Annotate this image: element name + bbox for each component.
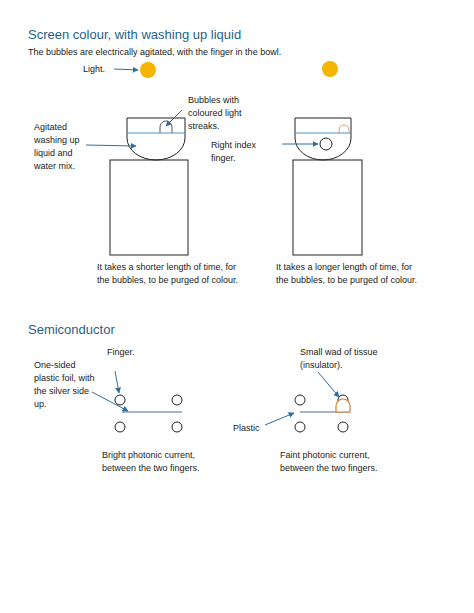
- light-source: [140, 62, 156, 78]
- foil: [122, 411, 182, 412]
- note: Small wad of tissue (insulator).: [300, 346, 410, 372]
- finger: [115, 395, 125, 405]
- bubble: [160, 121, 172, 133]
- finger: [172, 395, 182, 405]
- leader-line: [282, 144, 318, 145]
- note: Finger.: [107, 346, 157, 359]
- note: Light.: [83, 63, 123, 76]
- caption: Faint photonic current, between the two …: [280, 449, 400, 475]
- caption: It takes a longer length of time, for th…: [276, 261, 426, 287]
- screen: [110, 160, 188, 255]
- section-heading: Semiconductor: [28, 322, 115, 337]
- page-title: Screen colour, with washing up liquid: [28, 27, 241, 42]
- liquid-level: [295, 133, 351, 134]
- leader-line: [92, 392, 128, 411]
- note: Right index finger.: [211, 139, 281, 165]
- note: Agitated washing up liquid and water mix…: [34, 121, 86, 173]
- finger: [295, 395, 305, 405]
- finger: [172, 422, 182, 432]
- leader-line: [265, 413, 294, 425]
- note: Bubbles with coloured light streaks.: [188, 94, 254, 133]
- leader-line: [166, 110, 182, 126]
- finger: [115, 422, 125, 432]
- caption: Bright photonic current, between the two…: [102, 449, 222, 475]
- finger: [295, 422, 305, 432]
- tissue-wad: [336, 399, 350, 412]
- leader-line: [318, 372, 339, 397]
- leader-line: [114, 69, 138, 70]
- leader-line: [115, 371, 119, 393]
- bubble: [339, 125, 349, 133]
- caption: It takes a shorter length of time, for t…: [97, 261, 247, 287]
- subtitle: The bubbles are electrically agitated, w…: [28, 46, 468, 59]
- note: One-sided plastic foil, with the silver …: [34, 359, 100, 411]
- liquid-level: [127, 133, 185, 134]
- bowl: [295, 118, 351, 160]
- leader-line: [86, 145, 136, 146]
- note: Plastic: [233, 422, 273, 435]
- finger: [338, 422, 348, 432]
- bowl: [127, 118, 185, 160]
- screen: [293, 160, 362, 255]
- finger: [320, 138, 332, 150]
- light-source: [322, 61, 338, 77]
